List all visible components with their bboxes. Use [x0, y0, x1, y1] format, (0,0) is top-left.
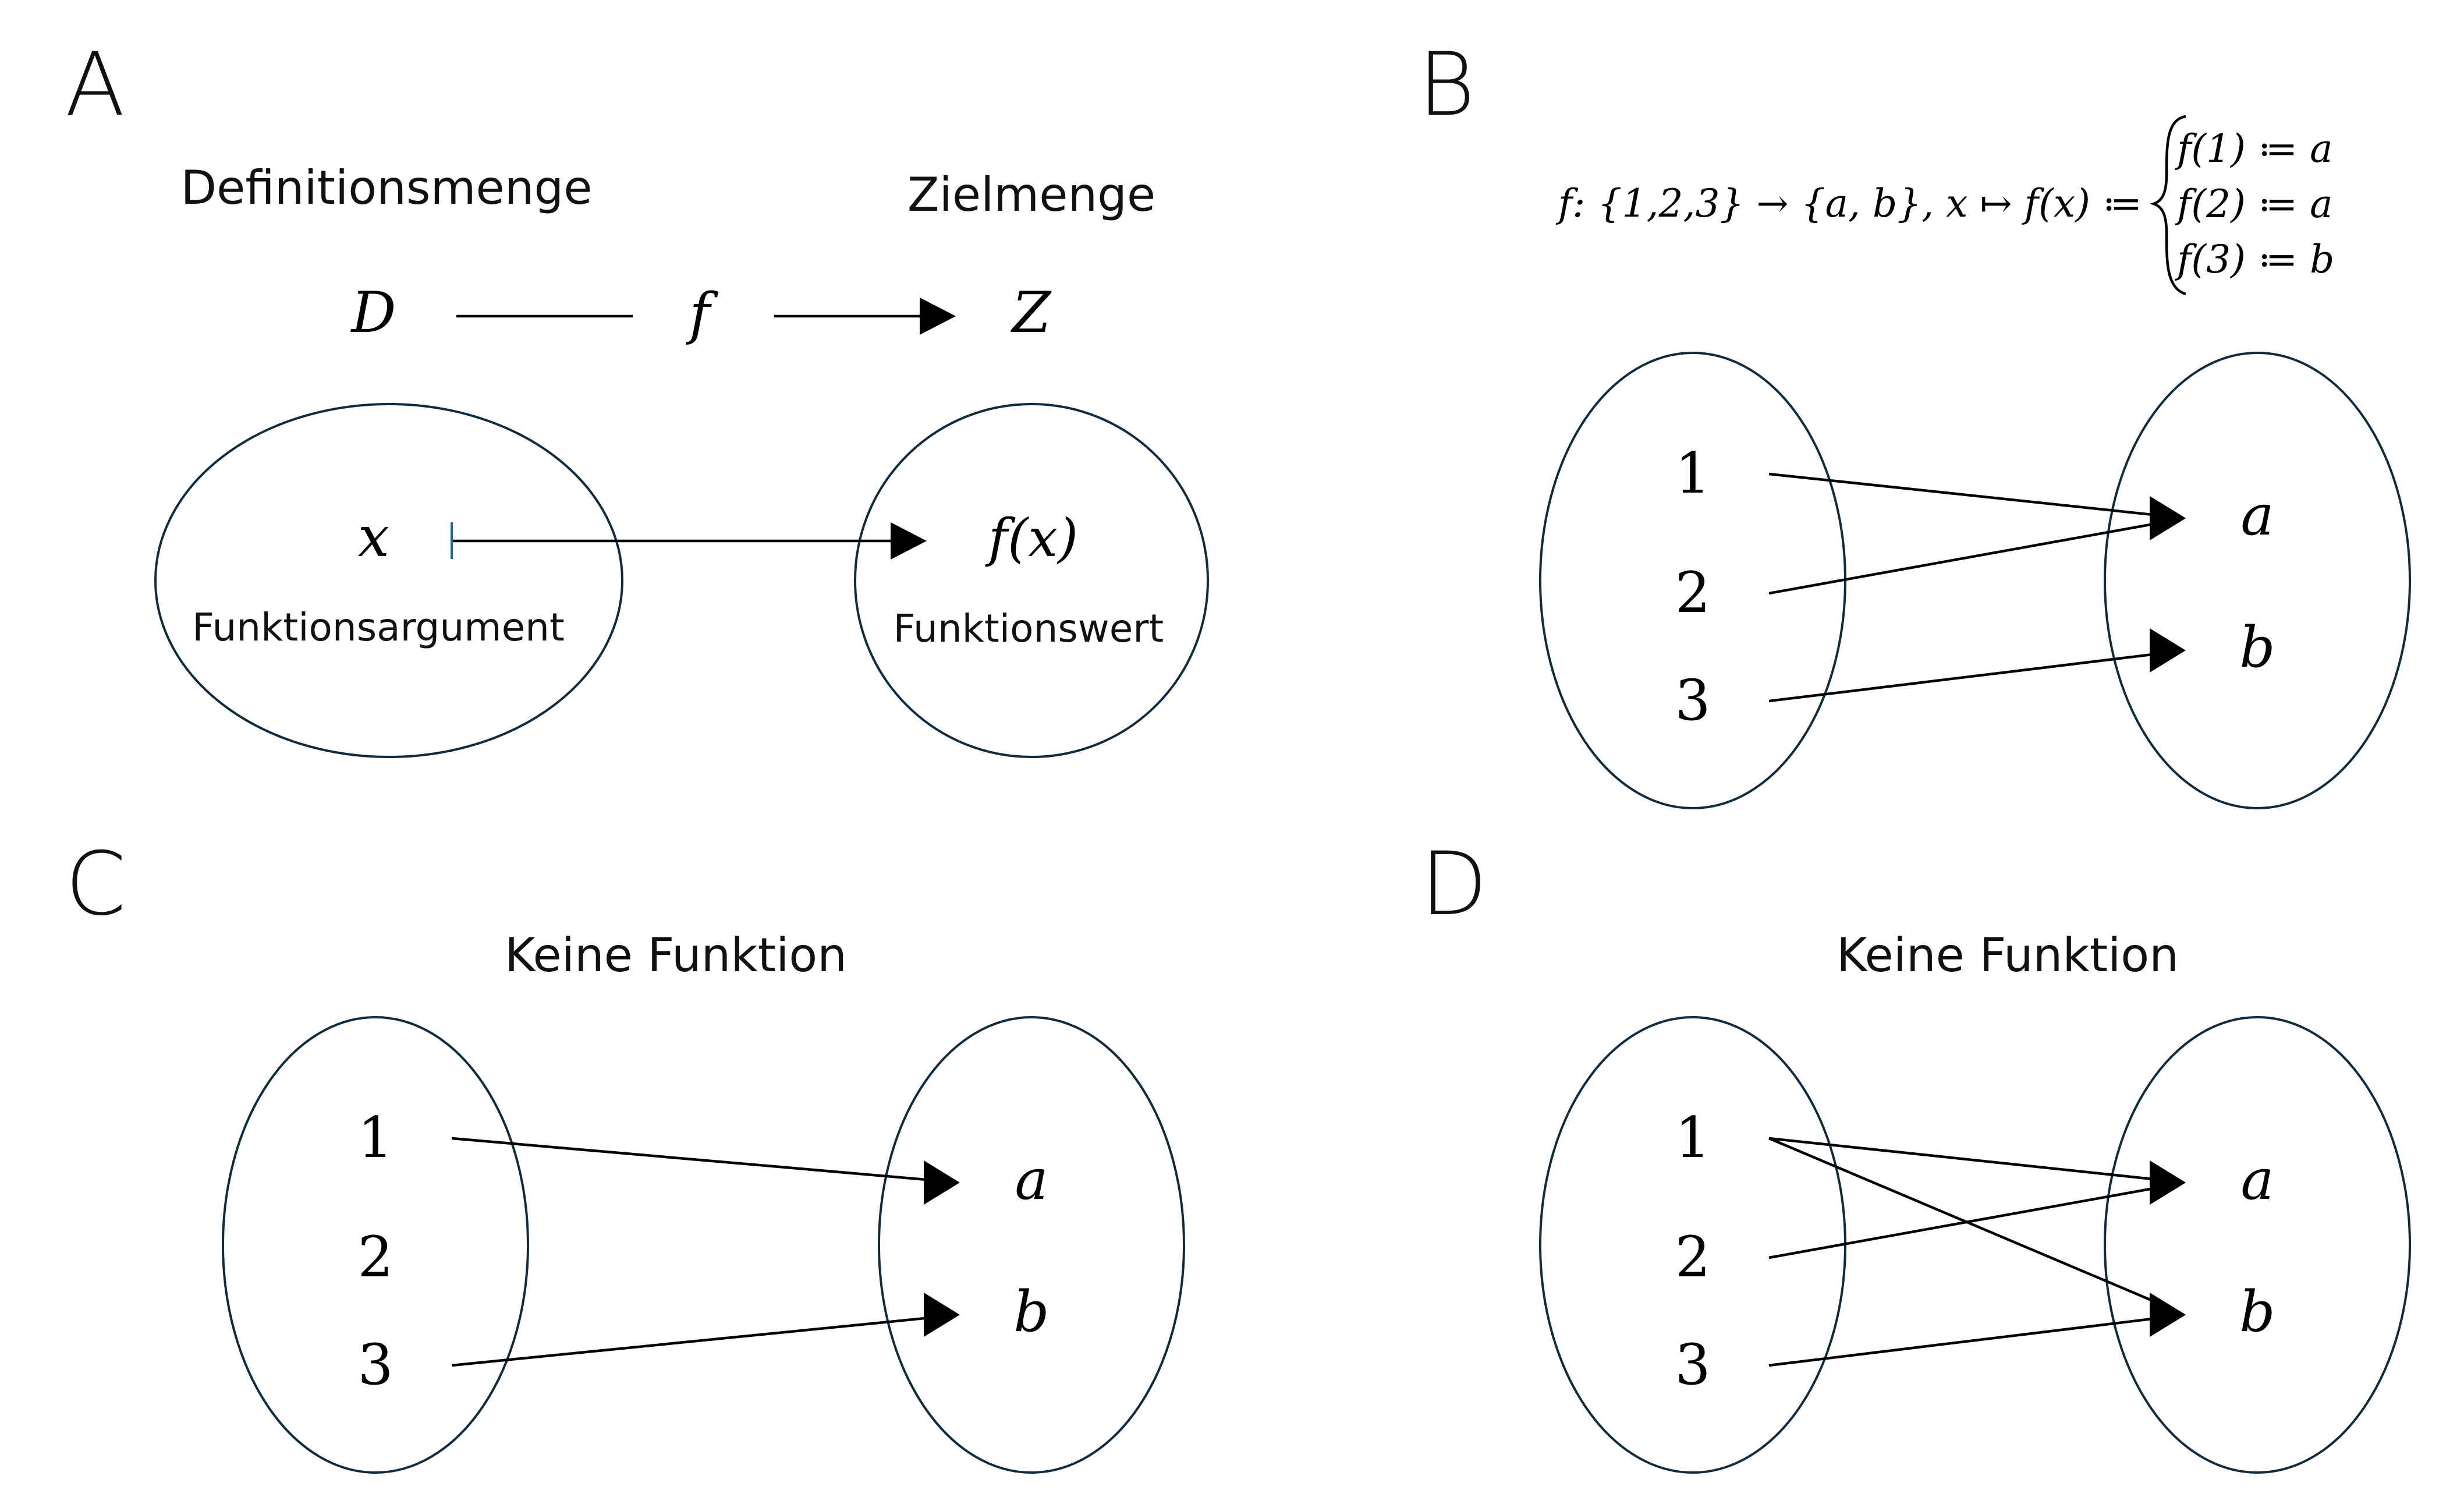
- function-symbol: f: [686, 281, 718, 346]
- domain-element: 1: [1675, 441, 1710, 506]
- domain-element: 3: [357, 1332, 393, 1397]
- codomain-element: b: [1013, 1279, 1049, 1344]
- mapping-arrow-1-a: [1768, 472, 2156, 516]
- argument-symbol: x: [358, 504, 389, 569]
- panel-c-title: Keine Funktion: [505, 928, 847, 982]
- mapping-arrow-1-b: [1768, 1137, 2156, 1304]
- codomain-set-ellipse-d: [2104, 1016, 2411, 1474]
- panel-label-d: D: [1420, 834, 1488, 935]
- value-caption: Funktionswert: [894, 606, 1164, 651]
- arrowhead-icon: [2150, 1160, 2186, 1205]
- domain-element: 1: [1675, 1105, 1710, 1170]
- arrowhead-icon: [924, 1293, 960, 1337]
- panel-label-b: B: [1418, 34, 1475, 136]
- mapping-arrow-2-a: [1768, 1187, 2156, 1259]
- codomain-symbol: Z: [1011, 280, 1052, 345]
- formula-lhs: f: {1,2,3} → {a, b}, x ↦ f(x) ≔: [1555, 181, 2142, 226]
- arrowhead-icon: [2150, 1293, 2186, 1337]
- formula-case-2: f(2) ≔ a: [2174, 182, 2332, 227]
- arrowhead-icon: [2150, 496, 2186, 540]
- mapsto-arrowhead-icon: [891, 522, 927, 560]
- codomain-element: b: [2239, 1279, 2275, 1344]
- domain-element: 1: [357, 1105, 393, 1170]
- formula-case-1: f(1) ≔ a: [2174, 126, 2332, 171]
- domain-element: 2: [1675, 560, 1710, 625]
- domain-caption: Definitionsmenge: [181, 161, 593, 215]
- codomain-caption: Zielmenge: [907, 168, 1155, 222]
- mapping-diagram-b: 1 2 3 a b: [1539, 352, 2411, 809]
- value-symbol: f(x): [985, 508, 1078, 569]
- mapping-arrow-1-a: [451, 1137, 930, 1181]
- mapping-arrow-3-b: [1768, 1317, 2156, 1367]
- codomain-element: a: [2240, 1147, 2274, 1212]
- codomain-set-ellipse-b: [2104, 352, 2411, 809]
- mapping-arrow-1-a: [1768, 1137, 2156, 1181]
- panel-c: C Keine Funktion 1 2 3 a b: [65, 834, 1185, 1474]
- arrowhead-icon: [924, 1160, 960, 1205]
- codomain-element: a: [1015, 1147, 1048, 1212]
- domain-set-ellipse-c: [222, 1016, 529, 1474]
- panel-d-title: Keine Funktion: [1837, 928, 2179, 982]
- domain-element: 3: [1675, 668, 1710, 733]
- codomain-set-ellipse-c: [878, 1016, 1185, 1474]
- function-arrowhead-icon: [920, 298, 956, 335]
- mapping-arrow-2-a: [1768, 522, 2156, 595]
- panel-b: B f: {1,2,3} → {a, b}, x ↦ f(x) ≔ f(1) ≔…: [1418, 34, 2411, 809]
- mapping-diagram-d: 1 2 3 a b: [1539, 1016, 2411, 1474]
- mapping-diagram-c: 1 2 3 a b: [222, 1016, 1185, 1474]
- codomain-element: a: [2240, 483, 2274, 548]
- panel-d: D Keine Funktion 1 2 3 a b: [1420, 834, 2411, 1474]
- cases-brace-icon: [2149, 115, 2186, 296]
- mapping-arrow-3-b: [1768, 653, 2156, 703]
- panel-label-c: C: [65, 834, 126, 935]
- mapping-arrow-3-b: [451, 1316, 930, 1367]
- arrowhead-icon: [2150, 628, 2186, 673]
- domain-symbol: D: [350, 280, 396, 345]
- panel-a: A Definitionsmenge Zielmenge D f Z x f(x…: [65, 34, 1209, 758]
- function-definition-formula: f: {1,2,3} → {a, b}, x ↦ f(x) ≔ f(1) ≔ a…: [1555, 115, 2334, 296]
- panel-label-a: A: [65, 34, 125, 136]
- codomain-element: b: [2239, 615, 2275, 680]
- domain-element: 2: [357, 1225, 393, 1290]
- codomain-set-ellipse: [854, 403, 1209, 758]
- domain-element: 3: [1675, 1332, 1710, 1397]
- domain-set-ellipse: [154, 403, 623, 758]
- argument-caption: Funktionsargument: [192, 605, 565, 650]
- domain-element: 2: [1675, 1225, 1710, 1290]
- formula-case-3: f(3) ≔ b: [2174, 237, 2334, 282]
